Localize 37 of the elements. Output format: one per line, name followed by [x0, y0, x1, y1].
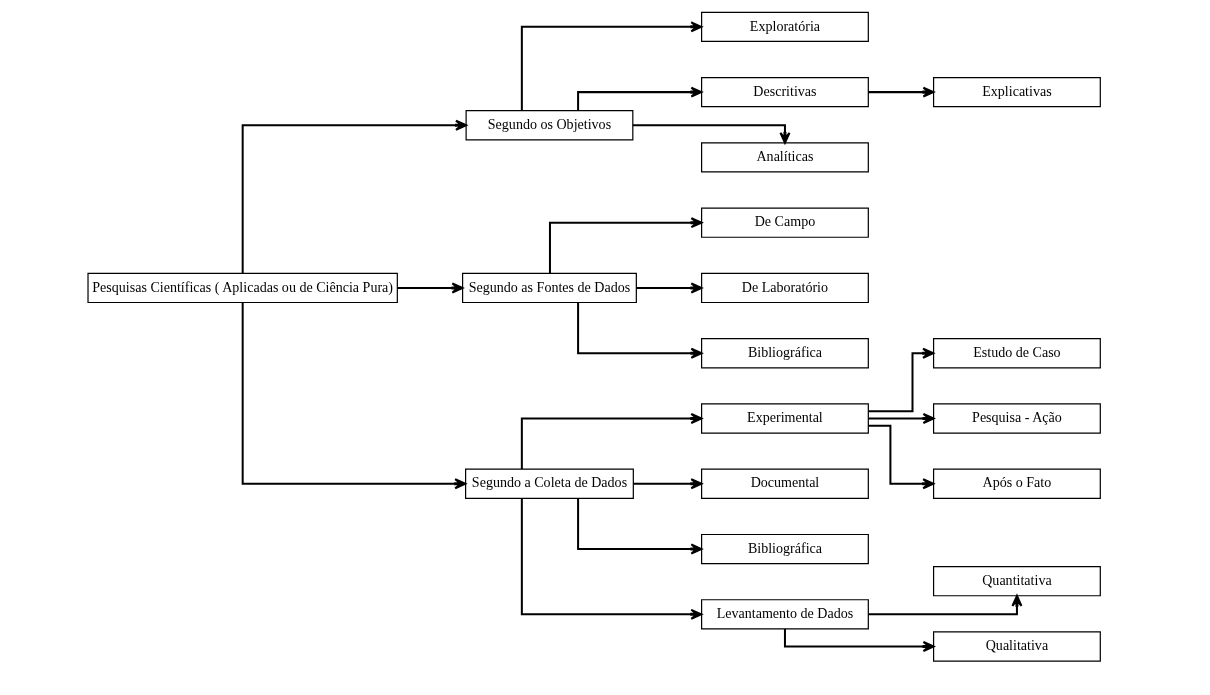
arrow [577, 302, 703, 359]
node-box: Segundo os Objetivos [465, 110, 634, 141]
arrow [241, 119, 468, 274]
node-box: Descritivas [701, 76, 869, 108]
node-box: Quantitativa [933, 566, 1101, 597]
arrow [633, 478, 703, 490]
node-box: Bibliográfica [701, 533, 869, 565]
node-box: De Campo [701, 207, 869, 238]
node-box: Exploratória [701, 11, 869, 42]
arrow [868, 347, 935, 413]
arrow [520, 21, 703, 111]
arrow [868, 424, 935, 490]
arrow [868, 86, 935, 98]
node-box: Estudo de Caso [933, 338, 1101, 369]
node-box: Segundo as Fontes de Dados [462, 272, 637, 304]
arrow [577, 498, 703, 555]
node-box: Documental [701, 468, 869, 499]
node-box: Segundo a Coleta de Dados [465, 468, 634, 499]
node-box: Experimental [701, 403, 869, 434]
arrow [868, 594, 1023, 616]
node-box: Levantamento de Dados [701, 599, 869, 630]
node-box: Analíticas [701, 142, 869, 173]
arrow [520, 412, 703, 469]
arrow [636, 282, 703, 294]
arrow [241, 302, 467, 490]
arrow [397, 282, 464, 294]
arrow [632, 124, 791, 144]
arrow [548, 217, 703, 274]
node-box: Pesquisa - Ação [933, 403, 1101, 434]
node-box: Qualitativa [933, 631, 1101, 662]
node-box: De Laboratório [701, 272, 869, 304]
arrow [520, 498, 703, 620]
node-box: Após o Fato [933, 468, 1101, 499]
node-box: Pesquisas Científicas ( Aplicadas ou de Ciência Pura) [87, 272, 398, 304]
arrow [868, 412, 935, 425]
node-box: Explicativas [933, 76, 1101, 108]
node-box: Bibliográfica [701, 338, 869, 369]
